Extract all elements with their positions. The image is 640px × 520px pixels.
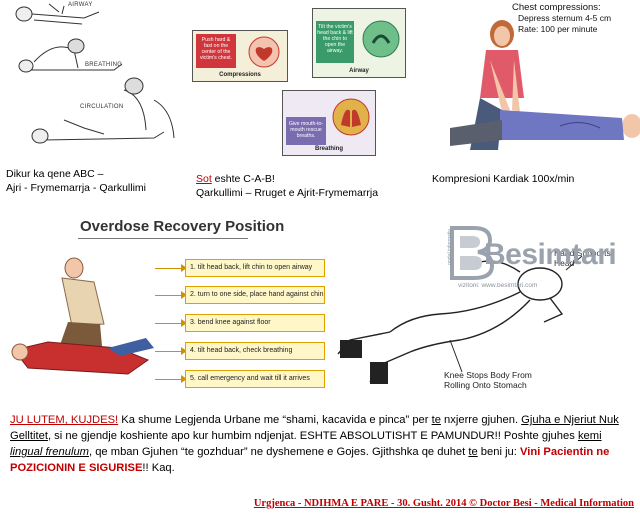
step-arrow-1 [155, 264, 187, 272]
cpr-illustration [440, 0, 640, 160]
abc-caption: Dikur ka qene ABC – Ajri - Frymemarrja -… [6, 167, 146, 195]
abc-label-breathing: BREATHING [85, 62, 123, 68]
step-arrow-3 [155, 319, 187, 327]
cab-caption-rest: eshte C-A-B! [211, 173, 275, 185]
recovery-step-4: 4. tilt head back, check breathing [185, 342, 325, 360]
recovery-step-1: 1. tilt head back, lift chin to open air… [185, 259, 325, 277]
heart-icon [248, 36, 280, 68]
step-arrow-5 [155, 375, 187, 383]
logo-url: vizitoni: www.besimtari.com [458, 282, 538, 289]
lungs-icon [332, 98, 370, 136]
abc-caption-line1: Dikur ka qene ABC – [6, 168, 104, 180]
title-underline [78, 238, 248, 239]
besimtari-logo: Besimtari vizitoni: www.besimtari.com po… [444, 224, 634, 294]
cab-caption: Sot eshte C-A-B! Qarkullimi – Rruget e A… [196, 172, 378, 200]
recovery-step-2: 2. turn to one side, place hand against … [185, 286, 325, 304]
abc-illustration [4, 0, 190, 158]
abc-caption-line2: Ajri - Frymemarrja - Qarkullimi [6, 182, 146, 194]
logo-name: Besimtari [484, 238, 617, 271]
label-knee: Knee Stops Body From Rolling Onto Stomac… [444, 370, 532, 390]
cpr-note-line3: Rate: 100 per minute [518, 24, 598, 34]
abc-sketches [15, 3, 175, 144]
label-knee-line1: Knee Stops Body From [444, 370, 532, 380]
recovery-instruction: Vini Pacientin ne POZICIONIN E SIGURISE [10, 446, 610, 474]
cpr-note-line2: Depress sternum 4-5 cm [518, 13, 612, 23]
recovery-step-5: 5. call emergency and wait till it arriv… [185, 370, 325, 388]
label-knee-line2: Rolling Onto Stomach [444, 380, 527, 390]
cpr-caption: Kompresioni Kardiak 100x/min [432, 173, 575, 185]
logo-side: portal informativ [446, 229, 453, 265]
card-compressions: Push hard & fast on the center of the vi… [192, 30, 288, 82]
card-airway-text: Tilt the victim's head back & lift the c… [317, 24, 353, 54]
label-hand-supports-head: Hand Supports Head [554, 248, 611, 268]
recovery-title: Overdose Recovery Position [80, 218, 285, 235]
card-breathing-label: Breathing [314, 146, 343, 152]
abc-label-circulation: CIRCULATION [80, 104, 124, 110]
card-compressions-text: Push hard & fast on the center of the vi… [199, 37, 233, 61]
logo-b-mark-icon [450, 226, 495, 280]
card-breathing-text: Give mouth-to-mouth rescue breaths. [288, 121, 324, 139]
abc-label-airway: AIRWAY [68, 2, 93, 8]
footer-credit: Urgjenca - NDIHMA E PARE - 30. Gusht. 20… [253, 498, 634, 509]
warning-paragraph: JU LUTEM, KUJDES! Ka shume Legjenda Urba… [10, 414, 619, 474]
warning-title: JU LUTEM, KUJDES! [10, 414, 119, 426]
cpr-figure [450, 20, 640, 150]
cpr-note-line1: Chest compressions: [512, 2, 601, 13]
step-arrow-4 [155, 347, 187, 355]
recovery-lineart [337, 255, 583, 384]
card-breathing: Give mouth-to-mouth rescue breaths. Brea… [282, 90, 376, 156]
step-arrow-2 [155, 291, 187, 299]
cab-caption-sot: Sot [196, 173, 212, 185]
cab-caption-line2: Qarkullimi – Rruget e Ajrit-Frymemarrja [196, 187, 379, 199]
recovery-step-3: 3. bend knee against floor [185, 314, 325, 332]
airway-icon [362, 20, 400, 58]
card-airway: Tilt the victim's head back & lift the c… [312, 8, 406, 78]
recovery-illustration [11, 257, 154, 375]
card-airway-label: Airway [349, 68, 369, 74]
cpr-note: Chest compressions: Depress sternum 4-5 … [512, 2, 611, 35]
card-compressions-label: Compressions [219, 72, 261, 78]
